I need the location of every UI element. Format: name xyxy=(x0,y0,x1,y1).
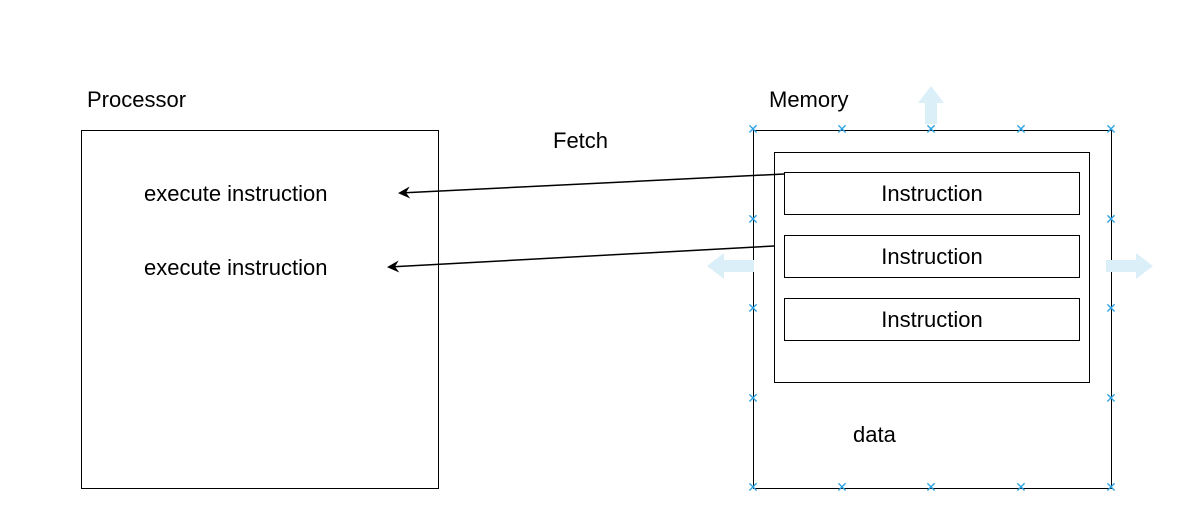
instruction-box-1[interactable]: Instruction xyxy=(784,172,1080,215)
processor-line-1: execute instruction xyxy=(144,181,328,206)
fetch-arrow-1[interactable] xyxy=(398,173,785,199)
instruction-box-3[interactable]: Instruction xyxy=(784,298,1080,341)
x-handle-icon[interactable]: ✕ xyxy=(747,301,759,317)
fetch-label: Fetch xyxy=(553,128,609,153)
x-handle-icon[interactable]: ✕ xyxy=(836,480,848,496)
x-handle-icon[interactable]: ✕ xyxy=(1105,391,1117,407)
x-handle-icon[interactable]: ✕ xyxy=(1105,301,1117,317)
memory-title: Memory xyxy=(769,87,849,112)
x-handle-icon[interactable]: ✕ xyxy=(1015,122,1027,138)
arrow-left-icon[interactable] xyxy=(707,253,754,279)
x-handle-icon[interactable]: ✕ xyxy=(1105,212,1117,228)
fetch-arrow-2[interactable] xyxy=(387,245,775,273)
arrow-right-icon[interactable] xyxy=(1106,253,1153,279)
x-handle-icon[interactable]: ✕ xyxy=(747,122,759,138)
processor-box[interactable] xyxy=(81,130,439,489)
x-handle-icon[interactable]: ✕ xyxy=(925,480,937,496)
memory-data-label: data xyxy=(853,422,896,447)
memory-box[interactable] xyxy=(753,130,1112,489)
x-handle-icon[interactable]: ✕ xyxy=(747,212,759,228)
arrow-up-icon[interactable] xyxy=(918,86,944,124)
x-handle-icon[interactable]: ✕ xyxy=(1015,480,1027,496)
x-handle-icon[interactable]: ✕ xyxy=(747,391,759,407)
instruction-box-2[interactable]: Instruction xyxy=(784,235,1080,278)
x-handle-icon[interactable]: ✕ xyxy=(1105,480,1117,496)
processor-line-2: execute instruction xyxy=(144,255,328,280)
x-handle-icon[interactable]: ✕ xyxy=(1105,122,1117,138)
instruction-container[interactable] xyxy=(774,152,1090,383)
x-handle-icon[interactable]: ✕ xyxy=(836,122,848,138)
x-handle-icon[interactable]: ✕ xyxy=(747,480,759,496)
processor-title: Processor xyxy=(87,87,187,112)
x-handle-icon[interactable]: ✕ xyxy=(925,122,937,138)
